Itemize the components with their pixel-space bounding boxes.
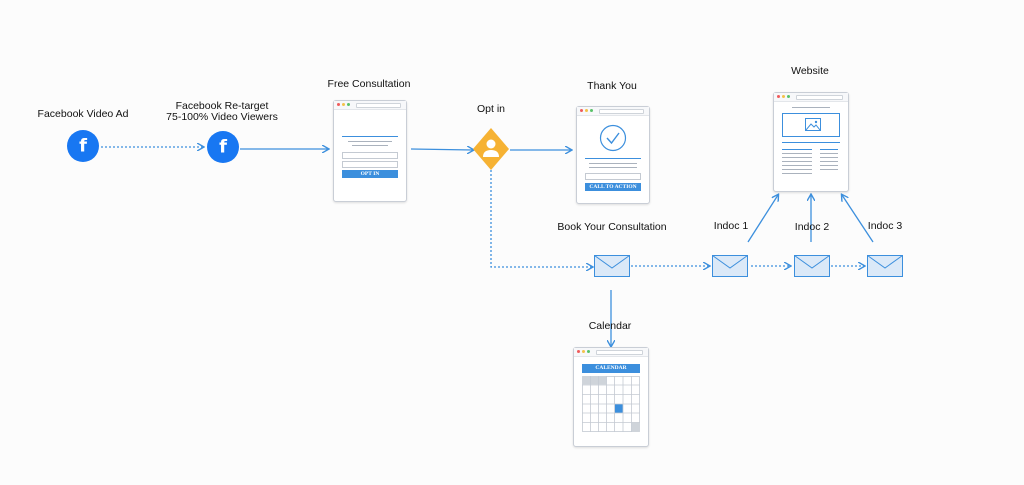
arrow-indoc1-to-website xyxy=(747,195,778,243)
label-indoc-3: Indoc 3 xyxy=(867,220,903,232)
label-free-consultation: Free Consultation xyxy=(327,78,411,90)
label-calendar: Calendar xyxy=(588,320,632,332)
call-to-action-button[interactable]: CALL TO ACTION xyxy=(585,183,641,191)
book-consultation-email-icon xyxy=(594,255,630,277)
label-indoc-1: Indoc 1 xyxy=(713,220,749,232)
facebook-retarget-icon: f xyxy=(207,131,239,163)
arrow-optin-to-book xyxy=(490,170,592,267)
label-facebook-retarget: Facebook Re-target xyxy=(175,100,269,112)
indoc-1-email-icon xyxy=(712,255,748,277)
arrow-indoc3-to-website xyxy=(842,195,874,243)
free-consultation-page: OPT IN xyxy=(333,100,407,202)
indoc-3-email-icon xyxy=(867,255,903,277)
calendar-grid xyxy=(582,376,640,432)
label-facebook-video-ad: Facebook Video Ad xyxy=(37,108,129,120)
calendar-page: CALENDAR xyxy=(573,347,649,447)
calendar-header: CALENDAR xyxy=(582,364,640,373)
check-icon xyxy=(599,124,627,152)
indoc-2-email-icon xyxy=(794,255,830,277)
thank-you-page: CALL TO ACTION xyxy=(576,106,650,204)
facebook-icon: f xyxy=(67,130,99,162)
label-book-your-consultation: Book Your Consultation xyxy=(557,221,667,233)
arrow-consultation-to-optin xyxy=(410,149,473,150)
label-thank-you: Thank You xyxy=(587,80,637,92)
opt-in-user-icon xyxy=(473,128,509,170)
label-facebook-retarget-audience: 75-100% Video Viewers xyxy=(166,111,278,123)
website-page xyxy=(773,92,849,192)
label-website: Website xyxy=(791,65,829,77)
opt-in-button[interactable]: OPT IN xyxy=(342,170,398,178)
image-placeholder-icon xyxy=(782,113,840,137)
label-opt-in: Opt in xyxy=(476,103,506,115)
label-indoc-2: Indoc 2 xyxy=(794,221,830,233)
